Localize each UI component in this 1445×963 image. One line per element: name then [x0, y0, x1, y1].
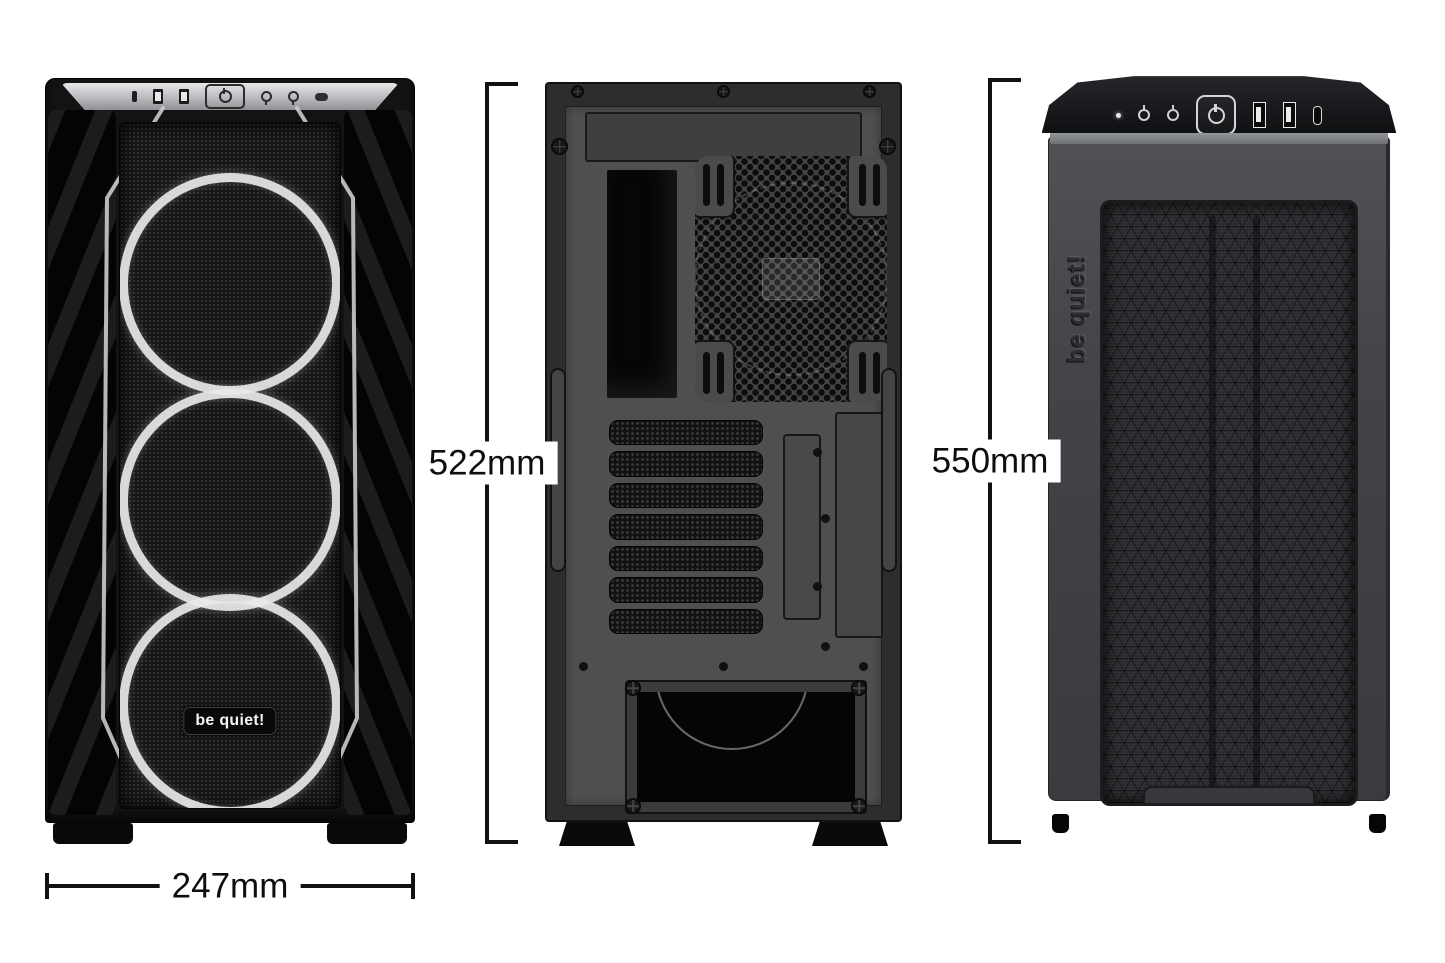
side-panel-screw-icon	[879, 138, 896, 155]
front-mesh-panel: be quiet!	[119, 122, 341, 809]
led-button-icon	[315, 92, 328, 101]
panel-pull-notch	[1143, 786, 1315, 803]
top-trim-band	[1050, 130, 1388, 144]
led-fan-ring	[120, 389, 340, 611]
psu-screw-icon	[851, 798, 867, 814]
fan-hub-sticker	[762, 258, 820, 300]
rear-top-cover-slot	[585, 112, 862, 162]
fan-blade-arc	[695, 182, 887, 376]
panel-screw-icon	[821, 514, 830, 523]
fan-mount-slot	[695, 156, 735, 218]
mic-jack-icon	[261, 91, 272, 105]
psu-screw-icon	[851, 680, 867, 696]
power-button-icon	[1196, 95, 1236, 133]
power-button-icon	[205, 84, 245, 109]
pci-slot-cover	[609, 451, 763, 477]
front-mesh-panel	[1100, 200, 1358, 806]
usb-a-port-icon	[1283, 102, 1296, 128]
height-label: 550mm	[919, 439, 1061, 483]
cable-cover-bracket	[835, 412, 883, 638]
power-glyph-icon	[1207, 103, 1225, 124]
psu-bay-frame	[625, 680, 867, 814]
headphone-jack-icon	[1138, 109, 1150, 121]
front-right-column	[344, 110, 412, 815]
case-foot	[812, 822, 888, 846]
panel-screw-icon	[821, 642, 830, 651]
panel-screw-icon	[719, 662, 728, 671]
fan-mount-slot	[847, 156, 887, 218]
thumbscrew-icon	[571, 85, 584, 98]
pci-slot-column	[609, 420, 763, 634]
front-top-io-panel	[61, 83, 399, 110]
case-foot	[559, 822, 635, 846]
side-panel-handle-groove	[881, 368, 897, 572]
fan-mount-slot	[847, 340, 887, 402]
pci-slot-cover	[609, 577, 763, 603]
dimension-height-line: 550mm	[919, 78, 1061, 844]
side-panel-screw-icon	[551, 138, 568, 155]
front-mesh-view: be quiet!	[1042, 75, 1396, 833]
mesh-groove	[1209, 215, 1216, 791]
exhaust-fan-grille	[695, 156, 887, 402]
hdd-led-icon	[1116, 112, 1121, 118]
top-cap	[1042, 76, 1396, 133]
case-foot	[327, 823, 407, 844]
pci-slot-cover	[609, 608, 763, 634]
case-foot	[1052, 814, 1069, 833]
panel-screw-icon	[859, 662, 868, 671]
depth-label: 522mm	[416, 441, 558, 485]
headphone-jack-icon	[288, 91, 299, 105]
pci-slot-cover	[609, 514, 763, 540]
thumbscrew-icon	[863, 85, 876, 98]
mic-jack-icon	[1167, 109, 1179, 121]
panel-screw-icon	[813, 448, 822, 457]
front-left-column	[48, 110, 116, 815]
usb-a-port-icon	[1253, 102, 1266, 128]
psu-screw-icon	[625, 798, 641, 814]
width-label: 247mm	[159, 864, 301, 908]
panel-screw-icon	[813, 582, 822, 591]
case-foot	[1369, 814, 1386, 833]
dimension-width-line: 247mm	[45, 864, 415, 908]
pci-slot-cover	[609, 545, 763, 572]
thumbscrew-icon	[717, 85, 730, 98]
fan-mount-slot	[695, 340, 735, 402]
power-glyph-icon	[218, 88, 232, 103]
rear-view	[545, 82, 902, 846]
psu-bay-cutout	[637, 692, 855, 802]
top-io-panel	[1042, 95, 1396, 133]
usb-a-port-icon	[179, 89, 189, 104]
usb-c-port-icon	[1313, 105, 1322, 125]
psu-screw-icon	[625, 680, 641, 696]
case-foot	[53, 823, 133, 844]
pci-slot-cover	[609, 482, 763, 509]
vertical-gpu-bracket	[783, 434, 821, 620]
brand-badge-label: be quiet!	[195, 712, 265, 729]
mesh-groove	[1253, 215, 1260, 791]
pci-slot-cover	[609, 420, 763, 446]
front-view: be quiet!	[45, 78, 415, 844]
led-fan-ring	[120, 594, 340, 808]
led-fan-ring	[120, 173, 340, 395]
embossed-brand-logo: be quiet!	[1064, 254, 1091, 363]
brand-badge: be quiet!	[183, 707, 277, 735]
panel-screw-icon	[579, 662, 588, 671]
usb-c-port-icon	[132, 91, 137, 102]
motherboard-io-cutout	[607, 170, 677, 398]
usb-a-port-icon	[153, 89, 163, 104]
dimension-depth-line: 522mm	[416, 82, 558, 844]
